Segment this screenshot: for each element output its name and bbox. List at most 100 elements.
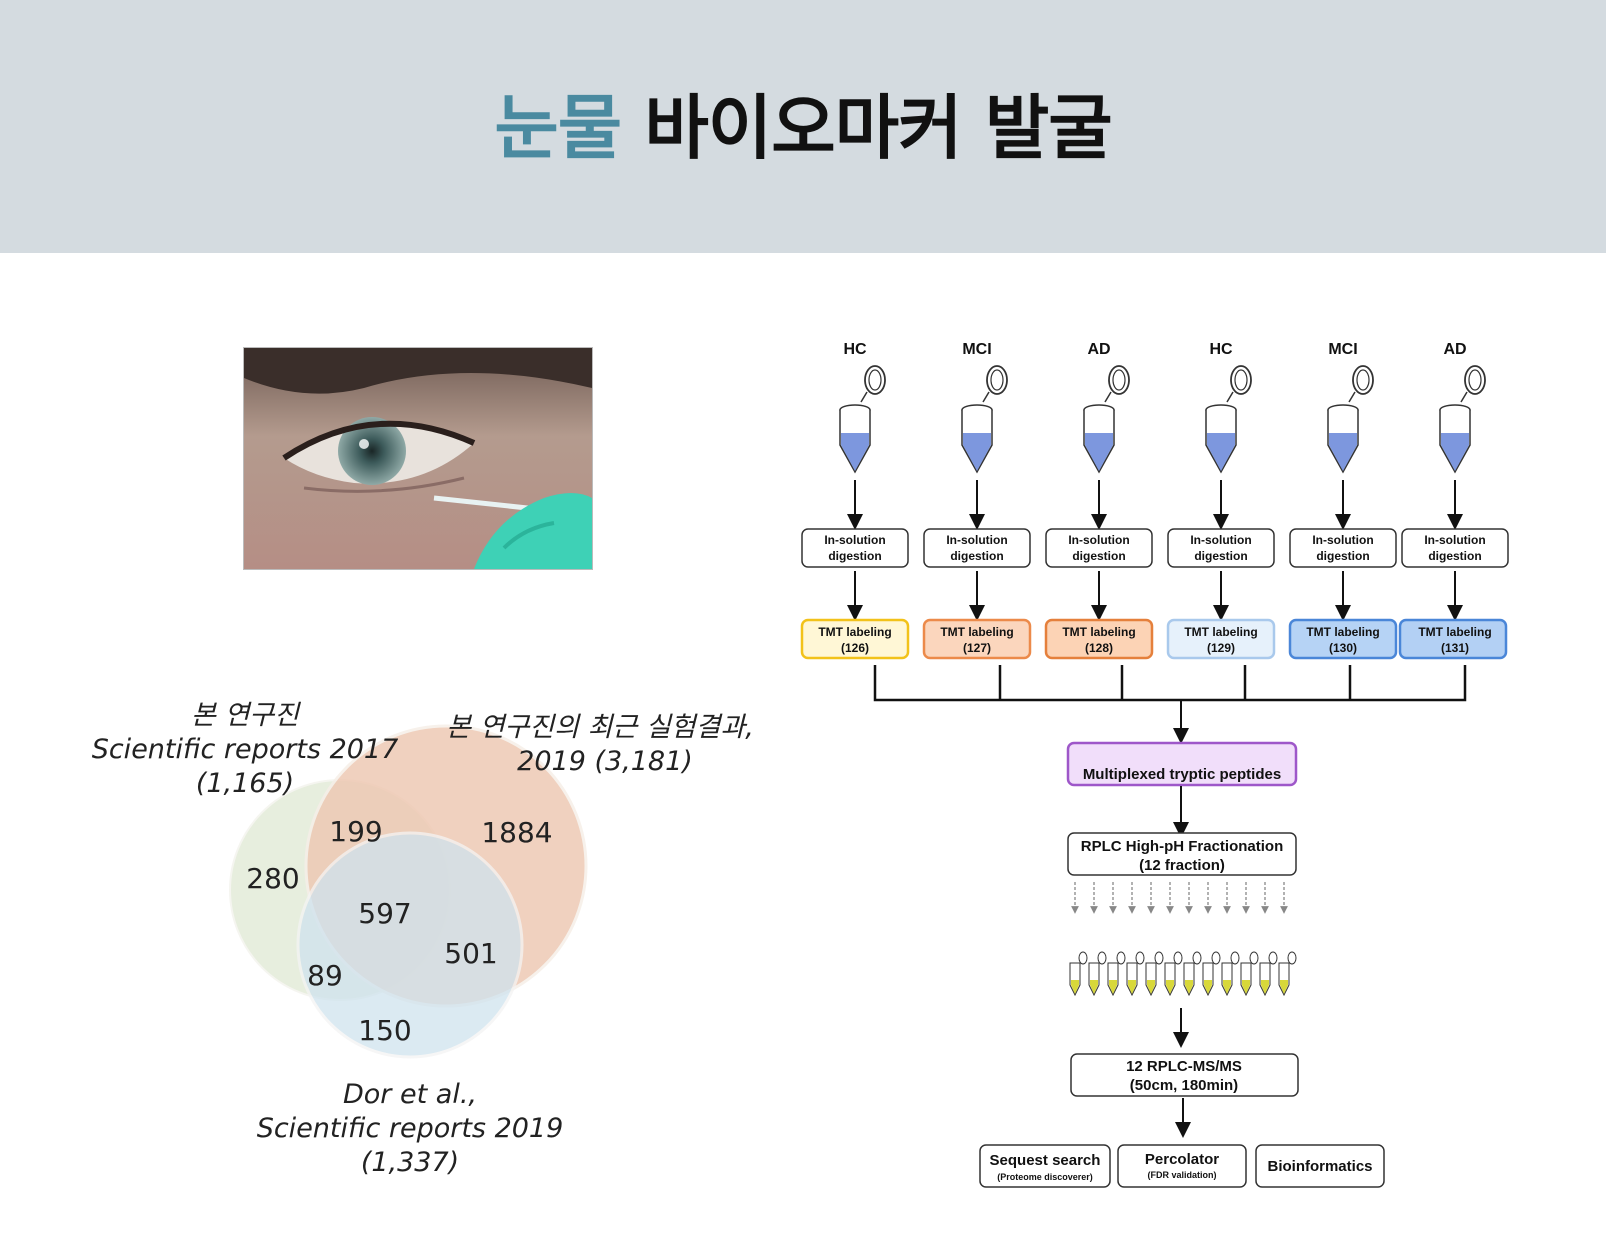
rplc-line2: (12 fraction) bbox=[1139, 857, 1225, 874]
tube-cap-0 bbox=[864, 365, 886, 395]
venn-label-c-line3: (1,337) bbox=[361, 1147, 459, 1178]
fraction-tube-cap-0 bbox=[1078, 951, 1088, 965]
group-label-4: MCI bbox=[1328, 341, 1357, 358]
tmt-label-3: TMT labeling bbox=[1184, 625, 1257, 639]
tube-cap-inner-2 bbox=[1112, 369, 1126, 391]
digestion-line2-4: digestion bbox=[1316, 549, 1369, 563]
sequest-search-box bbox=[979, 1144, 1111, 1188]
digestion-box-2 bbox=[1045, 528, 1153, 568]
tmt-channel-3: (129) bbox=[1207, 641, 1235, 655]
tmt-channel-5: (131) bbox=[1441, 641, 1469, 655]
group-label-2: AD bbox=[1087, 341, 1110, 358]
venn-diagram: 본 연구진 Scientific reports 2017 (1,165) 본 … bbox=[0, 690, 820, 1210]
tube-cap-inner-5 bbox=[1468, 369, 1482, 391]
group-label-1: MCI bbox=[962, 341, 991, 358]
title-accent: 눈물 bbox=[494, 87, 622, 169]
venn-label-c-line2: Scientific reports 2019 bbox=[257, 1113, 564, 1144]
tube-hinge-5 bbox=[1460, 391, 1468, 403]
venn-set-c-circle bbox=[296, 831, 524, 1059]
venn-label-a-line2: Scientific reports 2017 bbox=[92, 734, 399, 765]
tube-hinge-0 bbox=[860, 391, 868, 403]
tmt-box-3 bbox=[1166, 618, 1276, 660]
tube-cap-inner-4 bbox=[1356, 369, 1370, 391]
fraction-tube-cap-8 bbox=[1230, 951, 1240, 965]
venn-count-bc: 501 bbox=[444, 937, 497, 970]
tube-liquid-1 bbox=[963, 433, 991, 471]
ms-line1: 12 RPLC-MS/MS bbox=[1126, 1058, 1242, 1075]
sequest-line1: Sequest search bbox=[990, 1152, 1101, 1169]
tube-liquid-3 bbox=[1207, 433, 1235, 471]
venn-count-c-only: 150 bbox=[358, 1014, 411, 1047]
tube-liquid-5 bbox=[1441, 433, 1469, 471]
fraction-tube-cap-11 bbox=[1287, 951, 1297, 965]
fraction-tube-cap-1 bbox=[1097, 951, 1107, 965]
digestion-line1-3: In-solution bbox=[1190, 533, 1251, 547]
tube-liquid-0 bbox=[841, 433, 869, 471]
venn-count-b-only: 1884 bbox=[481, 816, 552, 849]
digestion-line1-4: In-solution bbox=[1312, 533, 1373, 547]
rplc-fractionation-box bbox=[1067, 832, 1297, 876]
fraction-tube-cap-10 bbox=[1268, 951, 1278, 965]
tmt-box-0 bbox=[800, 618, 910, 660]
tmt-label-2: TMT labeling bbox=[1062, 625, 1135, 639]
tube-cap-4 bbox=[1352, 365, 1374, 395]
tube-hinge-3 bbox=[1226, 391, 1234, 403]
digestion-box-5 bbox=[1401, 528, 1509, 568]
rplc-msms-box bbox=[1070, 1053, 1299, 1097]
venn-count-a-only: 280 bbox=[246, 862, 299, 895]
digestion-line2-2: digestion bbox=[1072, 549, 1125, 563]
percolator-line1: Percolator bbox=[1145, 1151, 1219, 1168]
title-rest: 바이오마커 발굴 bbox=[644, 87, 1113, 169]
fraction-tube-cap-9 bbox=[1249, 951, 1259, 965]
percolator-box bbox=[1117, 1144, 1247, 1188]
tmt-box-2 bbox=[1044, 618, 1154, 660]
tmt-box-1 bbox=[922, 618, 1032, 660]
tube-hinge-1 bbox=[982, 391, 990, 403]
fraction-tube-cap-7 bbox=[1211, 951, 1221, 965]
tube-hinge-4 bbox=[1348, 391, 1356, 403]
fraction-liquid-3 bbox=[1128, 980, 1136, 994]
fraction-liquid-4 bbox=[1147, 980, 1155, 994]
tube-liquid-2 bbox=[1085, 433, 1113, 471]
tube-cap-2 bbox=[1108, 365, 1130, 395]
tube-cap-5 bbox=[1464, 365, 1486, 395]
digestion-line1-1: In-solution bbox=[946, 533, 1007, 547]
digestion-line1-2: In-solution bbox=[1068, 533, 1129, 547]
digestion-line2-5: digestion bbox=[1428, 549, 1481, 563]
tmt-label-5: TMT labeling bbox=[1418, 625, 1491, 639]
tmt-label-4: TMT labeling bbox=[1306, 625, 1379, 639]
tube-cap-inner-1 bbox=[990, 369, 1004, 391]
fraction-liquid-2 bbox=[1109, 980, 1117, 994]
digestion-line2-0: digestion bbox=[828, 549, 881, 563]
digestion-box-4 bbox=[1289, 528, 1397, 568]
digestion-box-1 bbox=[923, 528, 1031, 568]
venn-label-a-line3: (1,165) bbox=[196, 768, 294, 799]
tmt-channel-4: (130) bbox=[1329, 641, 1357, 655]
digestion-box-0 bbox=[801, 528, 909, 568]
sequest-line2: (Proteome discoverer) bbox=[997, 1172, 1093, 1182]
venn-count-ac: 89 bbox=[307, 959, 343, 992]
tube-cap-1 bbox=[986, 365, 1008, 395]
tube-cap-3 bbox=[1230, 365, 1252, 395]
merge-bracket bbox=[873, 665, 1467, 702]
fraction-tube-cap-5 bbox=[1173, 951, 1183, 965]
fraction-tube-cap-4 bbox=[1154, 951, 1164, 965]
venn-label-b-line1: 본 연구진의 최근 실험결과, bbox=[446, 712, 754, 743]
digestion-line1-0: In-solution bbox=[824, 533, 885, 547]
bioinformatics-label: Bioinformatics bbox=[1267, 1158, 1372, 1175]
venn-count-ab: 199 bbox=[329, 815, 382, 848]
fraction-liquid-9 bbox=[1242, 980, 1250, 994]
tmt-box-5 bbox=[1398, 618, 1508, 660]
fraction-tube-cap-2 bbox=[1116, 951, 1126, 965]
percolator-line2: (FDR validation) bbox=[1148, 1170, 1217, 1180]
venn-label-b-line2: 2019 (3,181) bbox=[517, 746, 693, 777]
venn-count-abc: 597 bbox=[358, 897, 411, 930]
group-label-5: AD bbox=[1443, 341, 1466, 358]
fraction-liquid-10 bbox=[1261, 980, 1269, 994]
fraction-liquid-5 bbox=[1166, 980, 1174, 994]
fraction-tube-cap-3 bbox=[1135, 951, 1145, 965]
group-label-3: HC bbox=[1209, 341, 1233, 358]
fraction-liquid-8 bbox=[1223, 980, 1231, 994]
fraction-liquid-0 bbox=[1071, 980, 1079, 994]
